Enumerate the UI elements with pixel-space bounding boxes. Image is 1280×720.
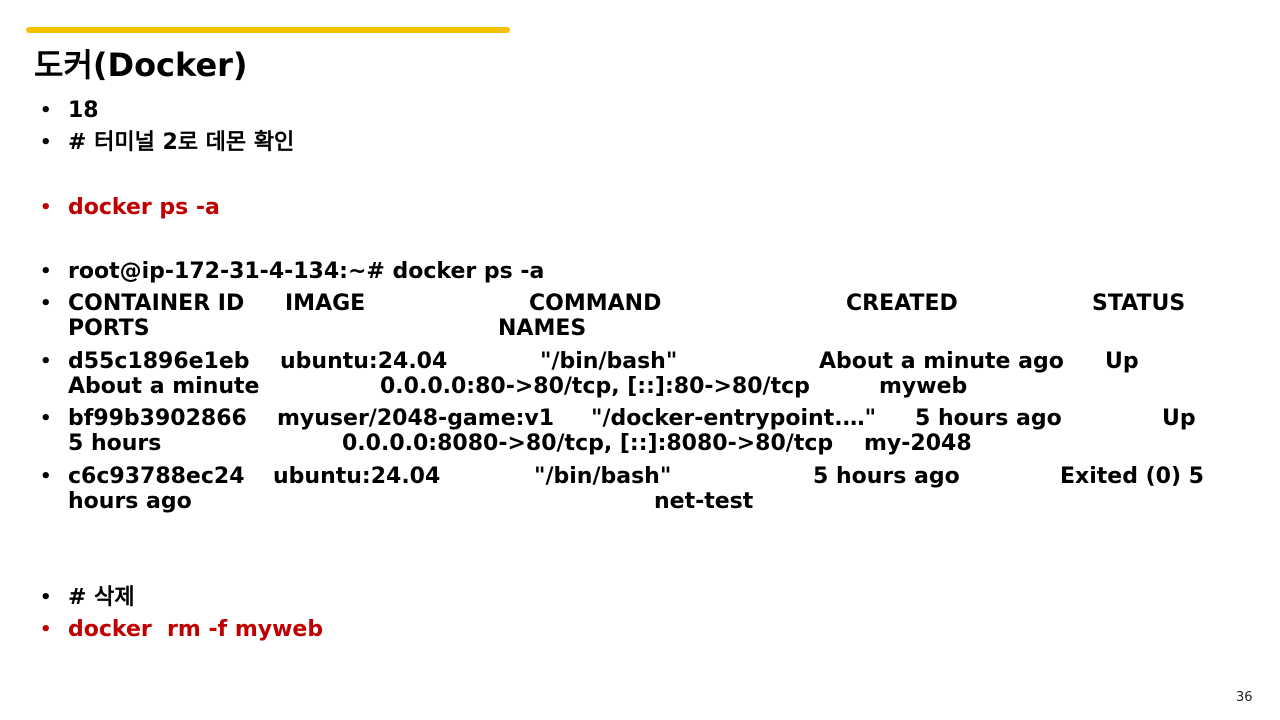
bullet-dot: • — [40, 466, 52, 487]
bullet-dot: • — [40, 587, 52, 608]
container-id: bf99b3902866 — [68, 406, 247, 431]
column-header: CONTAINER ID — [68, 291, 245, 316]
command-value: "/bin/bash" — [540, 349, 678, 374]
column-header: COMMAND — [529, 291, 662, 316]
container-id: c6c93788ec24 — [68, 464, 245, 489]
bullet-dot: • — [40, 351, 52, 372]
image-name: myuser/2048-game:v1 — [277, 406, 555, 431]
created-value: About a minute ago — [819, 349, 1064, 374]
command-text: docker ps -a — [68, 195, 220, 220]
status-value: 5 hours — [68, 431, 162, 456]
status-value: Up — [1105, 349, 1139, 374]
image-name: ubuntu:24.04 — [280, 349, 448, 374]
terminal-prompt-text: root@ip-172-31-4-134:~# docker ps -a — [68, 259, 545, 284]
created-value: 5 hours ago — [813, 464, 960, 489]
status-value: About a minute — [68, 374, 260, 399]
bullet-dot: • — [40, 261, 52, 282]
image-name: ubuntu:24.04 — [273, 464, 441, 489]
command-value: "/bin/bash" — [534, 464, 672, 489]
command-value: "/docker-entrypoint.…" — [591, 406, 877, 431]
container-id: d55c1896e1eb — [68, 349, 250, 374]
bullet-dot: • — [40, 619, 52, 640]
bullet-dot: • — [40, 100, 52, 121]
title-accent-bar — [26, 27, 510, 33]
bullet-dot: • — [40, 132, 52, 153]
container-name: my-2048 — [864, 431, 972, 456]
bullet-dot: • — [40, 408, 52, 429]
column-header: IMAGE — [285, 291, 366, 316]
slide-title: 도커(Docker) — [34, 46, 248, 84]
page-number: 36 — [1236, 690, 1253, 705]
list-item-text: # 삭제 — [68, 585, 135, 610]
list-item-text: 18 — [68, 98, 99, 123]
list-item-text: # 터미널 2로 데몬 확인 — [68, 130, 295, 155]
status-value: Exited (0) 5 — [1060, 464, 1204, 489]
container-name: myweb — [879, 374, 968, 399]
container-name: net-test — [654, 489, 754, 514]
status-value: Up — [1162, 406, 1196, 431]
column-header: PORTS — [68, 316, 150, 341]
bullet-dot: • — [40, 197, 52, 218]
status-value: hours ago — [68, 489, 192, 514]
column-header: NAMES — [498, 316, 587, 341]
ports-value: 0.0.0.0:80->80/tcp, [::]:80->80/tcp — [380, 374, 810, 399]
ports-value: 0.0.0.0:8080->80/tcp, [::]:8080->80/tcp — [342, 431, 834, 456]
created-value: 5 hours ago — [915, 406, 1062, 431]
column-header: CREATED — [846, 291, 958, 316]
bullet-dot: • — [40, 293, 52, 314]
command-text: docker rm -f myweb — [68, 617, 324, 642]
column-header: STATUS — [1092, 291, 1186, 316]
